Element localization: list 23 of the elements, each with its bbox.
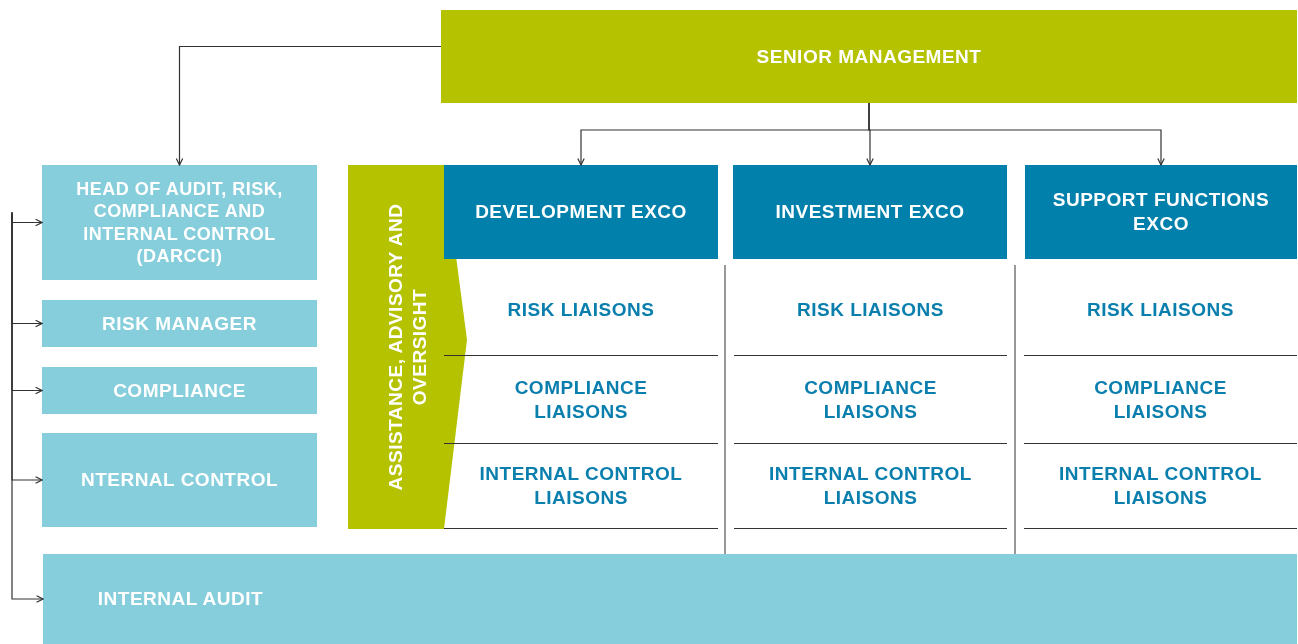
vertical-label: ASSISTANCE, ADVISORY AND OVERSIGHT [383,202,431,493]
org-box: COMPLIANCE [42,367,317,414]
band-label: INTERNAL AUDIT [96,587,265,611]
arrow [175,45,442,166]
liaison-label: COMPLIANCE LIAISONS [513,375,649,424]
band [43,554,1297,644]
liaison-label: RISK LIAISONS [506,298,656,322]
org-box: INVESTMENT EXCO [733,165,1007,259]
org-box: NTERNAL CONTROL [42,433,317,527]
liaison-label: RISK LIAISONS [796,298,945,322]
org-box: DEVELOPMENT EXCO [444,165,718,259]
liaison-label: COMPLIANCE LIAISONS [1093,375,1228,424]
arrow [11,211,44,603]
org-box: SENIOR MANAGEMENT [441,10,1297,103]
arrow [868,102,1165,166]
liaison-label: INTERNAL CONTROL LIAISONS [1058,462,1263,510]
org-box: HEAD OF AUDIT, RISK, COMPLIANCE AND INTERNAL CONTROL (DARCCI) [42,165,317,280]
liaison-label: RISK LIAISONS [1086,298,1235,322]
liaison-label: COMPLIANCE LIAISONS [803,375,938,424]
liaison-label: INTERNAL CONTROL LIAISONS [478,462,684,510]
liaison-label: INTERNAL CONTROL LIAISONS [768,462,973,510]
org-box: RISK MANAGER [42,300,317,347]
org-box: SUPPORT FUNCTIONS EXCO [1025,165,1297,259]
